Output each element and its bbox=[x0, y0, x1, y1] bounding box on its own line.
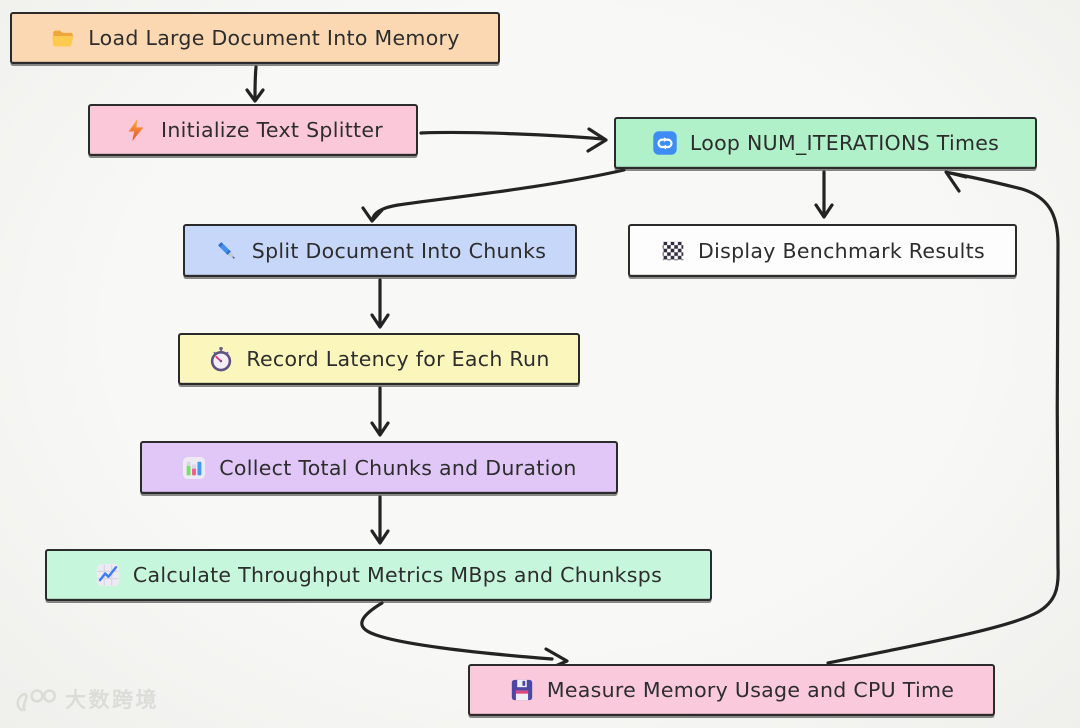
edge-loop-to-display bbox=[814, 170, 834, 219]
edge-loop-to-split bbox=[361, 168, 626, 223]
node-record-latency: Record Latency for Each Run bbox=[178, 333, 580, 385]
node-split-document: Split Document Into Chunks bbox=[183, 224, 577, 277]
edge-measure-to-loop bbox=[826, 170, 1060, 665]
checkerboard-icon bbox=[660, 238, 686, 264]
node-collect-chunks: Collect Total Chunks and Duration bbox=[140, 441, 618, 494]
watermark-logo-icon bbox=[14, 684, 58, 714]
stopwatch-icon bbox=[208, 346, 234, 372]
node-label: Split Document Into Chunks bbox=[251, 238, 547, 263]
floppy-disk-icon bbox=[509, 677, 535, 703]
open-folder-icon bbox=[50, 25, 76, 51]
edge-load-to-init bbox=[245, 65, 265, 103]
node-label: Display Benchmark Results bbox=[698, 238, 985, 263]
edge-collect-to-calc bbox=[370, 495, 390, 545]
node-load-document: Load Large Document Into Memory bbox=[10, 12, 500, 64]
node-calculate-throughput: Calculate Throughput Metrics MBps and Ch… bbox=[45, 549, 712, 601]
node-initialize-splitter: Initialize Text Splitter bbox=[88, 104, 418, 156]
node-label: Calculate Throughput Metrics MBps and Ch… bbox=[132, 563, 663, 587]
node-display-results: Display Benchmark Results bbox=[628, 224, 1017, 277]
edge-split-to-record bbox=[370, 278, 390, 329]
node-label: Initialize Text Splitter bbox=[160, 118, 384, 142]
node-measure-memory: Measure Memory Usage and CPU Time bbox=[468, 664, 995, 716]
bar-chart-icon bbox=[181, 455, 207, 481]
watermark: 大数跨境 bbox=[14, 684, 159, 714]
node-label: Load Large Document Into Memory bbox=[88, 26, 460, 50]
pen-icon bbox=[214, 238, 240, 264]
node-label: Record Latency for Each Run bbox=[246, 347, 550, 371]
lightning-icon bbox=[123, 117, 149, 143]
edge-record-to-collect bbox=[370, 386, 390, 437]
node-label: Measure Memory Usage and CPU Time bbox=[546, 678, 955, 702]
node-label: Collect Total Chunks and Duration bbox=[219, 455, 577, 480]
repeat-icon bbox=[652, 130, 678, 156]
edge-calc-to-measure bbox=[360, 601, 569, 673]
node-loop-iterations: Loop NUM_ITERATIONS Times bbox=[614, 117, 1037, 169]
watermark-text: 大数跨境 bbox=[65, 688, 159, 712]
line-chart-icon bbox=[95, 562, 121, 588]
edge-init-to-loop bbox=[419, 127, 608, 153]
node-label: Loop NUM_ITERATIONS Times bbox=[689, 131, 1000, 155]
